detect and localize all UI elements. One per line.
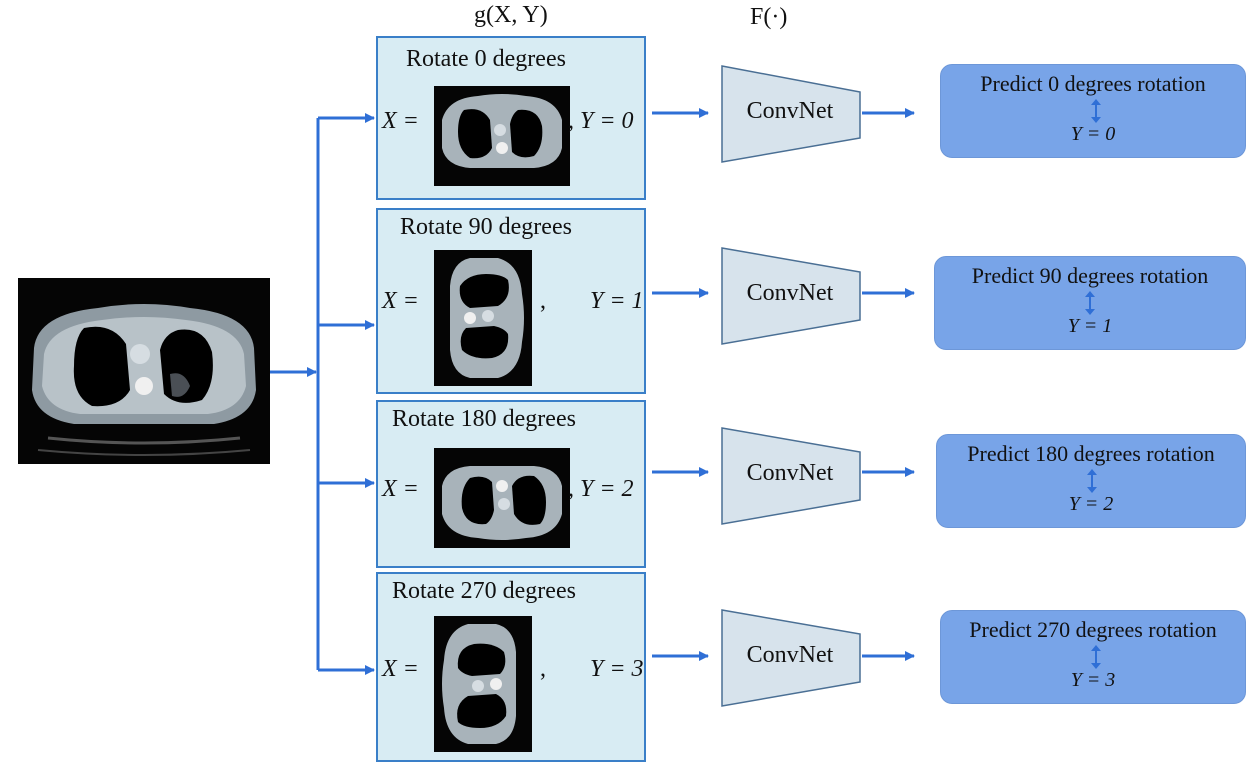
rotate-box-180: Rotate 180 degrees X = , Y = 2: [376, 400, 646, 568]
convnet-shape-180: [721, 427, 861, 525]
y-label-270: Y = 3: [590, 656, 644, 682]
convnet-label-180: ConvNet: [746, 460, 834, 486]
rotate-box-270: Rotate 270 degrees X = , Y = 3: [376, 572, 646, 762]
double-arrow-icon: [1087, 469, 1097, 493]
rotate-label-0: Rotate 0 degrees: [406, 46, 566, 72]
double-arrow-icon: [1091, 99, 1101, 123]
predict-y-90: Y = 1: [1067, 315, 1113, 337]
convnet-shape-270: [721, 609, 861, 707]
ct-scan-icon: [434, 250, 532, 386]
predict-box-90: Predict 90 degrees rotation Y = 1: [934, 256, 1246, 350]
rotate-label-90: Rotate 90 degrees: [400, 214, 572, 240]
ct-scan-icon: [18, 278, 270, 464]
rotate-box-90: Rotate 90 degrees X = , Y = 1: [376, 208, 646, 394]
rotate-label-180: Rotate 180 degrees: [392, 406, 576, 432]
x-label-90: X =: [382, 288, 419, 314]
double-arrow-icon: [1091, 645, 1101, 669]
ct-scan-icon: [434, 86, 570, 186]
comma-270: ,: [540, 656, 546, 682]
ct-scan-icon: [434, 448, 570, 548]
convnet-shape-0: [721, 65, 861, 163]
comma-90: ,: [540, 288, 546, 314]
predict-y-180: Y = 2: [1068, 493, 1114, 515]
rotate-label-270: Rotate 270 degrees: [392, 578, 576, 604]
f-function-header: F(·): [750, 4, 788, 30]
y-label-0: , Y = 0: [568, 108, 634, 134]
predict-label-90: Predict 90 degrees rotation: [971, 263, 1209, 288]
y-label-90: Y = 1: [590, 288, 644, 314]
y-label-180: , Y = 2: [568, 476, 634, 502]
ct-scan-icon: [434, 616, 532, 752]
x-label-0: X =: [382, 108, 419, 134]
predict-box-0: Predict 0 degrees rotation Y = 0: [940, 64, 1246, 158]
x-label-180: X =: [382, 476, 419, 502]
convnet-label-270: ConvNet: [746, 642, 834, 668]
double-arrow-icon: [1085, 291, 1095, 315]
predict-label-270: Predict 270 degrees rotation: [969, 617, 1217, 642]
predict-box-270: Predict 270 degrees rotation Y = 3: [940, 610, 1246, 704]
ct-image-rot-0: [434, 86, 570, 186]
convnet-label-90: ConvNet: [746, 280, 834, 306]
predict-label-0: Predict 0 degrees rotation: [980, 71, 1206, 96]
predict-label-180: Predict 180 degrees rotation: [967, 441, 1215, 466]
rotate-box-0: Rotate 0 degrees X = , Y = 0: [376, 36, 646, 200]
x-label-270: X =: [382, 656, 419, 682]
ct-image-rot-90: [434, 250, 532, 386]
input-ct-image: [18, 278, 270, 464]
convnet-label-0: ConvNet: [746, 98, 834, 124]
predict-y-270: Y = 3: [1070, 669, 1116, 691]
ct-image-rot-180: [434, 448, 570, 548]
predict-y-0: Y = 0: [1070, 123, 1116, 145]
convnet-shape-90: [721, 247, 861, 345]
ct-image-rot-270: [434, 616, 532, 752]
g-function-header: g(X, Y): [474, 2, 548, 28]
predict-box-180: Predict 180 degrees rotation Y = 2: [936, 434, 1246, 528]
